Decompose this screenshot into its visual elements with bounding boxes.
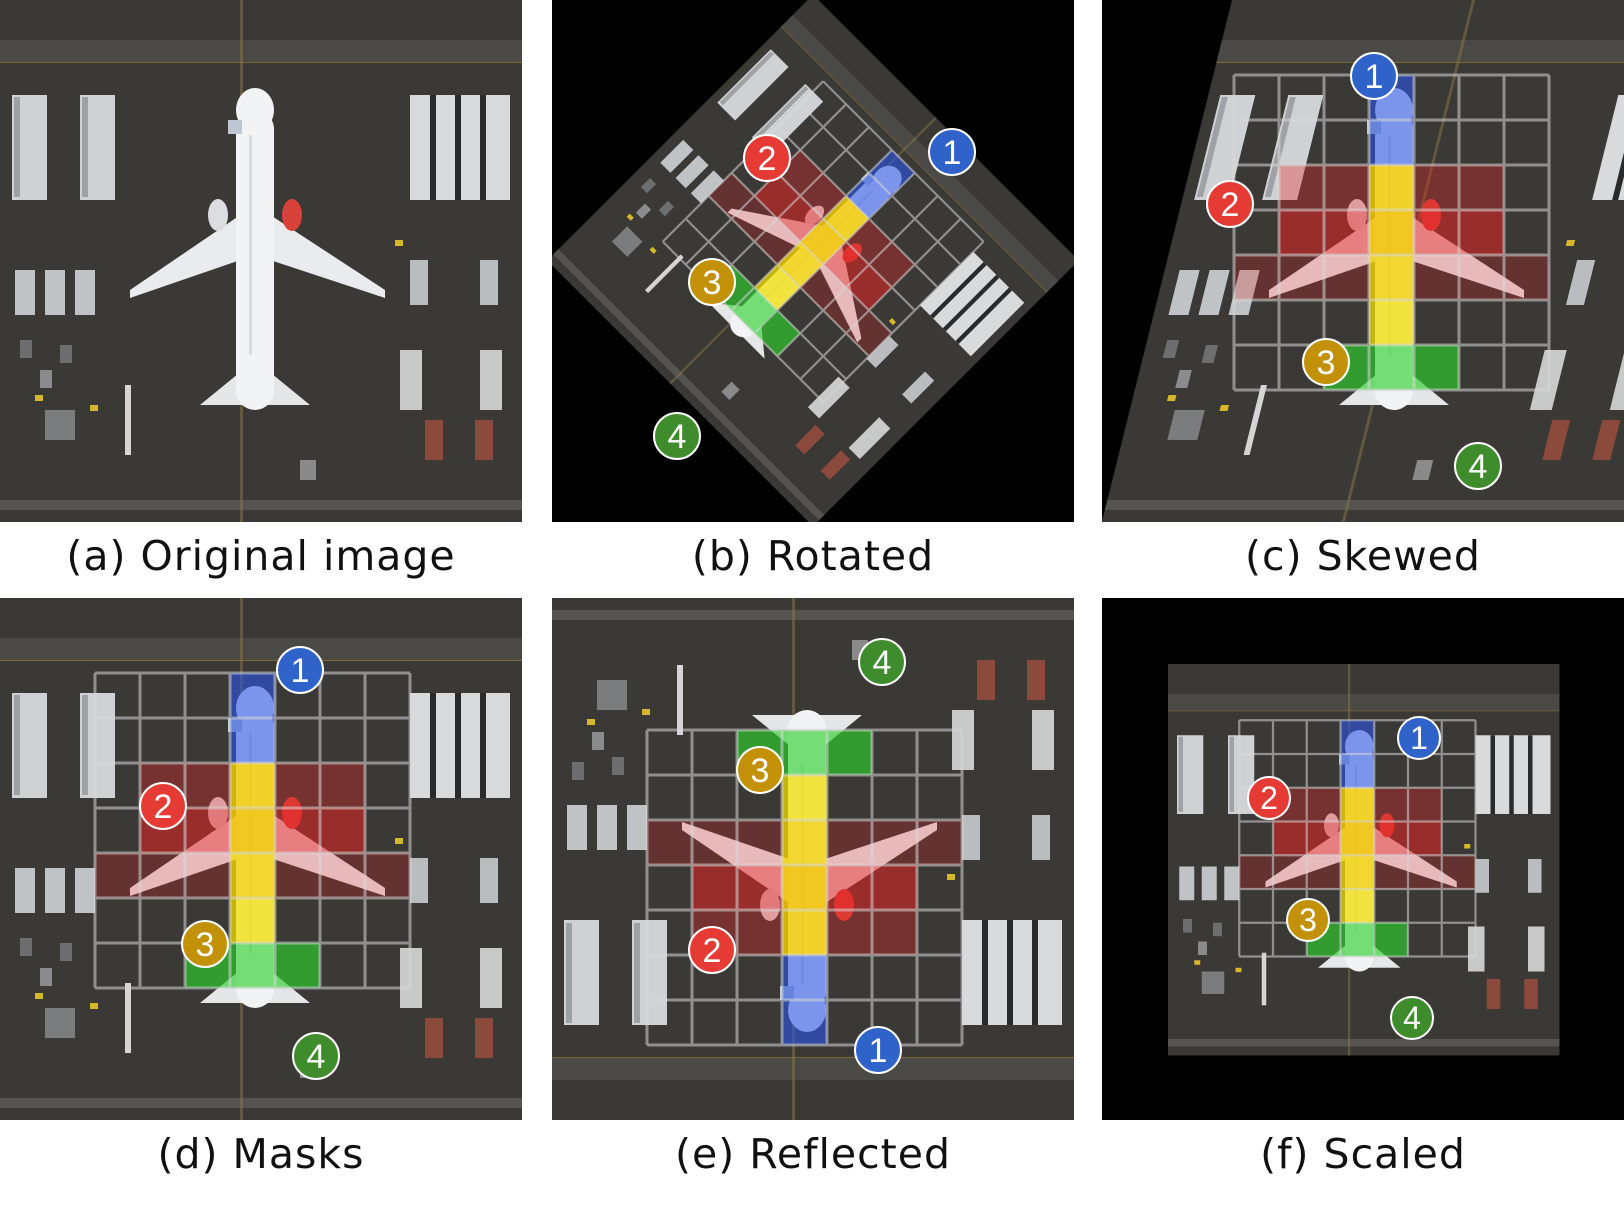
marker-1: 1	[1410, 720, 1428, 756]
marker-1: 1	[291, 652, 310, 690]
caption-original: (a) Original image	[66, 532, 456, 580]
caption-rotated: (b) Rotated	[691, 532, 935, 580]
marker-3: 3	[751, 752, 770, 790]
caption-masks: (d) Masks	[157, 1130, 365, 1178]
panel-scaled: 1 2 3 4	[1102, 598, 1624, 1120]
marker-4: 4	[873, 644, 892, 682]
marker-2: 2	[154, 788, 173, 826]
caption-scaled: (f) Scaled	[1260, 1130, 1466, 1178]
panel-rotated: 1 2 3 4	[552, 0, 1074, 522]
original-image	[0, 0, 522, 522]
marker-4: 4	[307, 1038, 326, 1076]
marker-3: 3	[196, 926, 215, 964]
marker-2: 2	[703, 932, 722, 970]
markers-reflected: 1 2 3 4	[688, 638, 906, 1074]
marker-2: 2	[1221, 186, 1240, 224]
markers-scaled: 1 2 3 4	[1247, 716, 1441, 1040]
marker-2: 2	[1260, 780, 1278, 816]
scaled-image: 1 2 3 4	[1102, 598, 1624, 1120]
marker-3: 3	[1317, 344, 1336, 382]
marker-1: 1	[869, 1032, 888, 1070]
marker-1: 1	[943, 134, 962, 172]
marker-4: 4	[1469, 448, 1488, 486]
reflected-image: 1 2 3 4	[552, 598, 1074, 1120]
marker-2: 2	[758, 140, 777, 178]
rotated-image: 1 2 3 4	[552, 0, 1074, 522]
marker-1: 1	[1365, 58, 1384, 96]
panel-reflected: 1 2 3 4	[552, 598, 1074, 1120]
caption-reflected: (e) Reflected	[674, 1130, 952, 1178]
marker-3: 3	[1299, 902, 1317, 938]
markers-rotated: 1 2 3 4	[653, 128, 976, 460]
panel-skewed: 1 2 3 4	[1102, 0, 1624, 522]
markers-masks: 1 2 3 4	[139, 646, 340, 1080]
skewed-image: 1 2 3 4	[1102, 0, 1624, 522]
panel-original	[0, 0, 522, 522]
marker-4: 4	[668, 418, 687, 456]
caption-skewed: (c) Skewed	[1245, 532, 1481, 580]
masks-image: 1 2 3 4	[0, 598, 522, 1120]
marker-3: 3	[703, 264, 722, 302]
markers-skewed: 1 2 3 4	[1206, 52, 1502, 490]
panel-masks: 1 2 3 4	[0, 598, 522, 1120]
marker-4: 4	[1403, 1000, 1421, 1036]
